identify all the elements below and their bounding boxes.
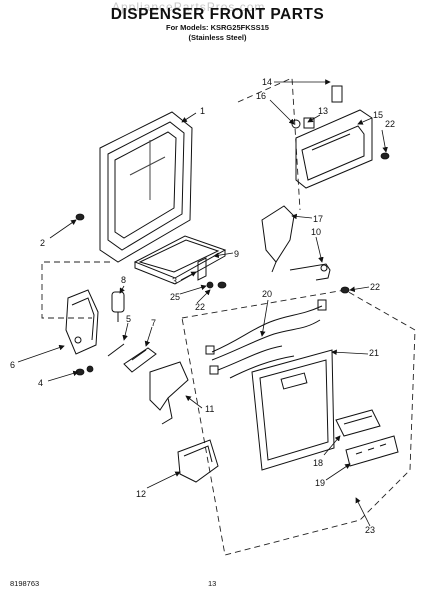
switch-housing-part [291,85,373,189]
drip-tray-part [133,235,227,285]
callout-23: 23 [365,525,375,535]
callout-19: 19 [315,478,325,488]
dispenser-housing-part [99,111,193,263]
membrane-switch-part [345,435,399,467]
document-number: 8198763 [10,579,40,588]
callout-7: 7 [151,318,156,328]
control-panel-part [251,349,335,471]
control-board-part [335,409,381,437]
callout-4: 4 [38,378,43,388]
heater-module-part [65,289,99,355]
callout-15: 15 [373,110,383,120]
lever-parts [107,343,157,373]
light-socket-part [111,291,125,322]
callout-10: 10 [311,227,321,237]
callout-12: 12 [136,489,146,499]
callout-9: 9 [234,249,239,259]
finish-line: (Stainless Steel) [188,32,247,42]
callout-21: 21 [369,348,379,358]
callout-22-upper: 22 [385,119,395,129]
models-line: For Models: KSRG25FKSS15 [166,23,269,32]
wire-harness-part [205,299,327,379]
chute-bracket-part [261,205,295,273]
ice-chute-part [177,439,219,483]
diagram-header: DISPENSER FRONT PARTS For Models: KSRG25… [0,6,435,42]
callout-16: 16 [256,91,266,101]
screw-parts [75,152,390,376]
callout-11: 11 [205,404,214,414]
callout-6: 6 [10,360,15,370]
leader-lines [17,79,388,527]
callout-8: 8 [121,275,126,285]
callout-13: 13 [318,106,328,116]
lever-arm-part [289,263,331,281]
callout-14: 14 [262,77,272,87]
callout-5: 5 [126,314,131,324]
callout-3: 3 [172,276,177,286]
callout-22-lower: 22 [195,302,205,312]
callout-2: 2 [40,238,45,248]
bracket-part [197,257,207,281]
callout-20: 20 [262,289,272,299]
callout-18: 18 [313,458,323,468]
callout-17: 17 [313,214,323,224]
callout-labels: 1 2 3 4 5 6 7 8 9 10 11 12 13 14 15 16 1… [10,77,395,535]
callout-25: 25 [170,292,180,302]
actuator-paddle-part [149,361,189,425]
diagram-title: DISPENSER FRONT PARTS [110,6,325,23]
callout-1: 1 [200,106,205,116]
watermark: AppliancePartsPros.com [112,0,266,14]
page-number: 13 [208,579,217,588]
callout-22-right: 22 [370,282,380,292]
